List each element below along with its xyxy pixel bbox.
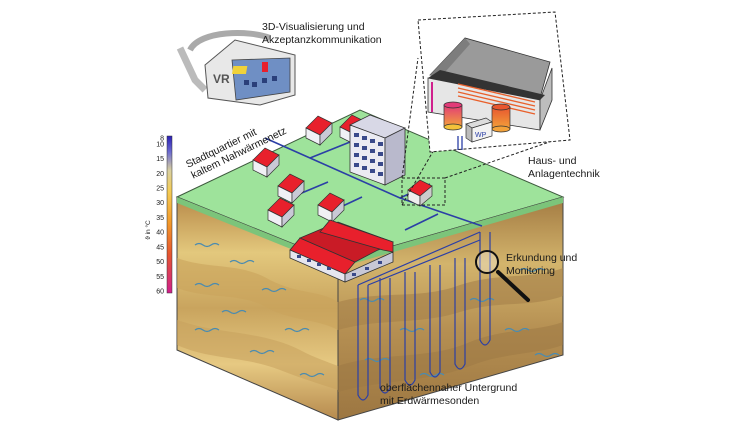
colorbar-tick-label: 25 — [156, 186, 164, 193]
apartment-tower — [348, 114, 407, 186]
heat-pump-unit: WP — [465, 117, 493, 143]
temperature-colorbar: 810 15 20 25 30 35 40 45 50 55 60 ϑ in °C — [144, 135, 173, 296]
label-building-tech-line: Haus- und — [528, 155, 577, 167]
label-vr-line: 3D-Visualisierung und — [262, 21, 365, 33]
label-vr-line: Akzeptanzkommunikation — [262, 34, 382, 46]
borehole-heat-exchangers — [357, 231, 491, 401]
colorbar-axis-label: ϑ in °C — [144, 220, 152, 240]
house — [252, 147, 280, 178]
ground-block — [175, 109, 565, 421]
colorbar-tick-label: 15 — [156, 156, 164, 163]
colorbar-gradient — [166, 135, 173, 294]
label-building-tech-line: Anlagentechnik — [528, 168, 601, 180]
large-building — [289, 219, 394, 283]
soil-layer-band — [177, 320, 338, 390]
colorbar-tick-label: 50 — [156, 259, 164, 266]
colorbar-tick-label: 60 — [156, 289, 164, 296]
soil-layer-band — [177, 258, 338, 330]
soil-layer-band — [338, 268, 563, 330]
label-underground-line: oberflächennaher Untergrund — [380, 382, 517, 394]
district-buildings — [252, 114, 433, 283]
house — [317, 192, 345, 223]
label-monitoring-line: Monitoring — [506, 265, 555, 277]
storage-tank — [491, 103, 511, 133]
colorbar-tick-label: 35 — [156, 215, 164, 222]
label-underground-line: mit Erdwärmesonden — [380, 395, 479, 407]
highlighted-house — [407, 179, 433, 207]
label-monitoring-line: Erkundung und — [506, 252, 577, 264]
house — [267, 197, 295, 228]
house — [305, 115, 333, 146]
colorbar-tick-label: 20 — [156, 171, 164, 178]
vr-headset-icon: VR — [176, 30, 296, 106]
colorbar-tick-label: 40 — [156, 230, 164, 237]
heat-pump-label: WP — [475, 132, 487, 139]
colorbar-tick-label: 10 — [156, 141, 164, 148]
colorbar-tick-label: 45 — [156, 244, 164, 251]
colorbar-tick-label: 55 — [156, 274, 164, 281]
grass-edge-right — [338, 197, 563, 268]
building-zoom-inset: WP — [401, 11, 571, 206]
house — [277, 173, 305, 204]
vr-headset-label: VR — [213, 72, 230, 86]
colorbar-tick-label: 8 — [160, 136, 164, 143]
soil-layer-band — [338, 322, 563, 392]
magnifier-icon — [475, 250, 530, 302]
storage-tank — [443, 101, 463, 131]
colorbar-tick-label: 30 — [156, 200, 164, 207]
